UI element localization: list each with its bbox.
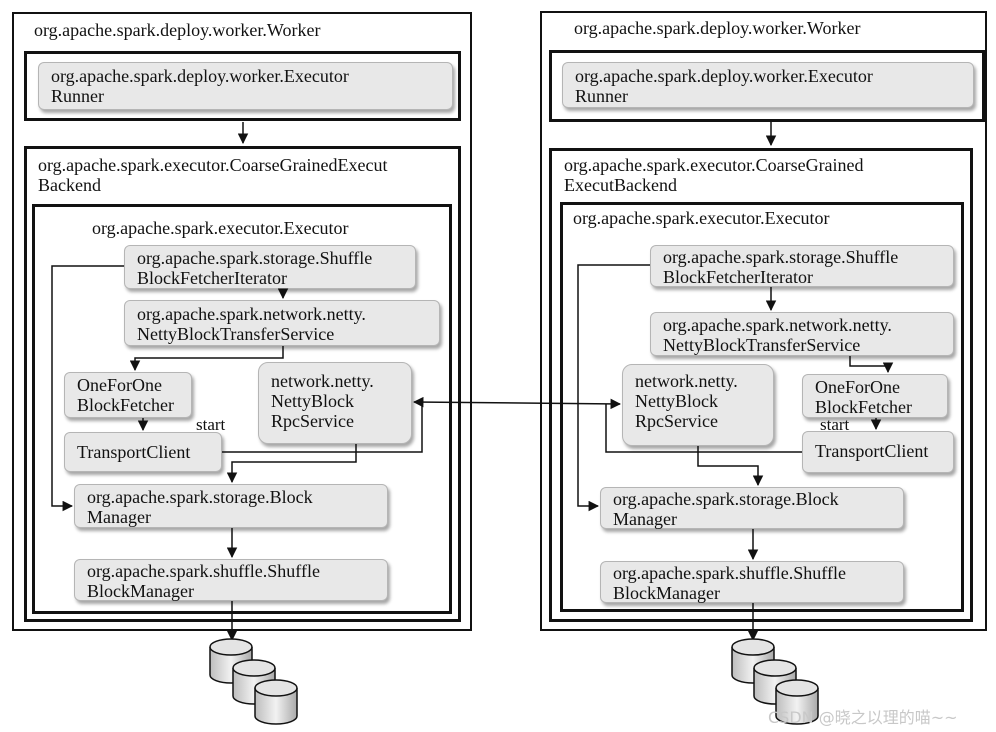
right-netty-block-rpc-service: network.netty. NettyBlock RpcService	[622, 364, 774, 446]
right-executor-title: org.apache.spark.executor.Executor	[573, 208, 830, 228]
watermark: CSDN @晓之以理的喵~~	[768, 708, 958, 727]
right-shuffle-block-manager: org.apache.spark.shuffle.Shuffle BlockMa…	[600, 561, 904, 603]
left-disk-2	[232, 659, 276, 705]
left-block-manager: org.apache.spark.storage.Block Manager	[74, 484, 388, 528]
right-transport-client: TransportClient	[802, 431, 954, 473]
right-start-label: start	[820, 415, 850, 434]
left-shuffle-fetcher-iterator: org.apache.spark.storage.Shuffle BlockFe…	[124, 245, 416, 289]
right-oneforone-block-fetcher: OneForOne BlockFetcher	[802, 374, 948, 418]
left-oneforone-block-fetcher: OneForOne BlockFetcher	[64, 372, 192, 418]
right-backend-title: org.apache.spark.executor.CoarseGrained …	[564, 155, 864, 195]
left-disk-1	[209, 638, 253, 684]
left-disk-stack	[209, 638, 298, 725]
left-transport-client: TransportClient	[64, 432, 222, 472]
right-netty-block-transfer-service: org.apache.spark.network.netty. NettyBlo…	[650, 312, 954, 356]
right-shuffle-fetcher-iterator: org.apache.spark.storage.Shuffle BlockFe…	[650, 245, 954, 287]
right-executor-runner: org.apache.spark.deploy.worker.Executor …	[562, 62, 974, 108]
right-disk-1	[731, 638, 775, 684]
left-start-label: start	[196, 415, 226, 434]
left-shuffle-block-manager: org.apache.spark.shuffle.Shuffle BlockMa…	[74, 559, 388, 601]
left-backend-title: org.apache.spark.executor.CoarseGrainedE…	[38, 155, 388, 195]
right-worker-title: org.apache.spark.deploy.worker.Worker	[574, 18, 861, 38]
right-block-manager: org.apache.spark.storage.Block Manager	[600, 487, 904, 529]
left-netty-block-rpc-service: network.netty. NettyBlock RpcService	[258, 362, 412, 444]
left-executor-runner: org.apache.spark.deploy.worker.Executor …	[38, 62, 453, 110]
left-disk-3	[254, 679, 298, 725]
left-netty-block-transfer-service: org.apache.spark.network.netty. NettyBlo…	[124, 300, 440, 346]
left-worker-title: org.apache.spark.deploy.worker.Worker	[34, 20, 321, 40]
left-executor-title: org.apache.spark.executor.Executor	[92, 218, 349, 238]
right-disk-2	[753, 659, 797, 705]
